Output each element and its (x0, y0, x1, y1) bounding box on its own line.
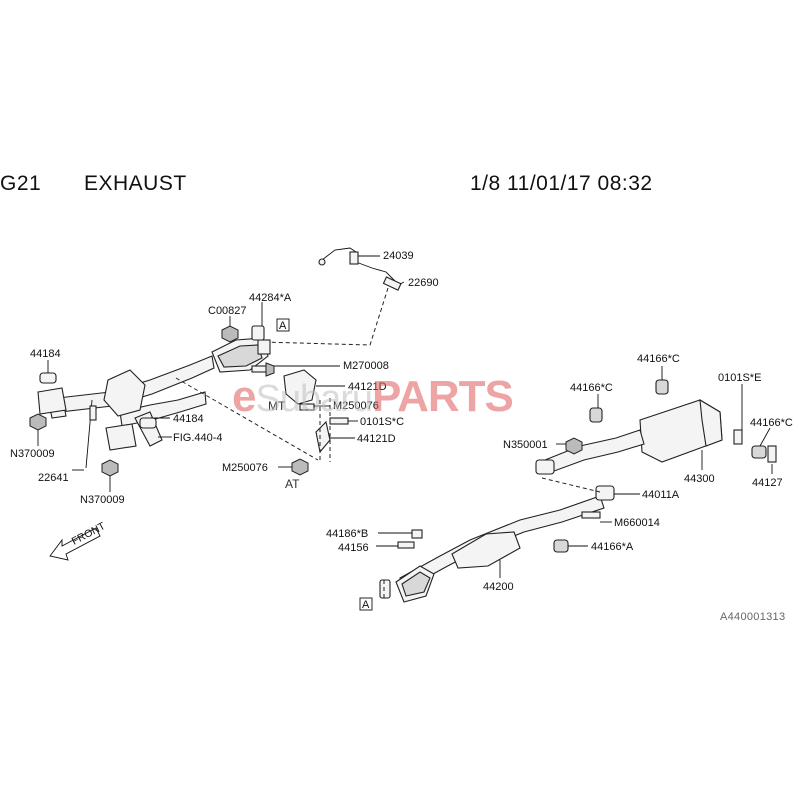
gasket-44284a (251, 325, 265, 341)
bolt-m250076-b (291, 458, 309, 476)
front-arrow-icon (49, 527, 101, 561)
center-pipe-44200 (379, 485, 615, 603)
sensor-22641 (85, 399, 97, 469)
header-title: EXHAUST (84, 172, 187, 195)
hanger-44166c-c (751, 445, 767, 459)
nut-n350001 (565, 437, 583, 455)
bolt-44127 (767, 445, 777, 463)
bolt-0101s-e (733, 429, 743, 445)
label-44284a: 44284*A (249, 292, 292, 304)
clip-c00827 (221, 325, 239, 343)
box-a-2-frame (359, 597, 373, 611)
label-44121d-b: 44121D (357, 433, 396, 445)
dashed-sensor-link (261, 287, 389, 346)
label-44011a: 44011A (642, 489, 680, 501)
watermark-parts: PARTS (372, 372, 514, 421)
label-44166ca-top: 44166*C (637, 353, 680, 365)
watermark-e: e (232, 372, 257, 421)
label-44200: 44200 (483, 581, 514, 593)
label-front: FRONT (70, 520, 108, 548)
bolt-m660014 (581, 511, 601, 519)
o2-sensor-24039 (318, 247, 402, 291)
label-44186b: 44186*B (326, 528, 368, 540)
label-44300: 44300 (684, 473, 715, 485)
label-fig: FIG.440-4 (173, 432, 223, 444)
bolt-44186b (411, 529, 423, 539)
label-44166ca: 44166*C (570, 382, 613, 394)
gasket-44184-mid (139, 417, 157, 429)
label-at: AT (285, 477, 300, 491)
watermark-middle: Subaru (255, 378, 373, 420)
bolt-m270008 (251, 362, 275, 377)
watermark-logo: eSubaruPARTS (232, 372, 514, 422)
label-mt: MT (268, 399, 286, 413)
label-box-a-2: A (362, 599, 370, 611)
gasket-44184-top (39, 372, 57, 384)
label-44156: 44156 (338, 542, 369, 554)
label-44166a: 44166*A (591, 541, 634, 553)
label-c00827: C00827 (208, 305, 247, 317)
box-a-1-frame (276, 318, 290, 332)
muffler-44300 (535, 398, 723, 475)
bracket-44121d-top (283, 369, 317, 405)
bolt-44156 (397, 541, 415, 549)
label-m270008: M270008 (343, 360, 389, 372)
label-44184b: 44184 (173, 413, 204, 425)
label-44166cc: 44166*C (750, 417, 793, 429)
label-44127: 44127 (752, 477, 783, 489)
leader-22690 (399, 281, 405, 285)
label-n370009a: N370009 (10, 448, 55, 460)
label-box-a-1: A (279, 320, 287, 332)
label-44121d-a: 44121D (348, 381, 387, 393)
hanger-44166a (553, 539, 569, 553)
label-22641: 22641 (38, 472, 69, 484)
label-m660014: M660014 (614, 517, 660, 529)
dashed-right-1 (541, 477, 601, 493)
label-m250076a: M250076 (333, 400, 379, 412)
bolt-m250076-a (299, 403, 315, 411)
label-n370009b: N370009 (80, 494, 125, 506)
label-44184a: 44184 (30, 348, 61, 360)
label-n350001: N350001 (503, 439, 548, 451)
document-number: A440001313 (720, 611, 786, 623)
leader-44166cc (759, 427, 771, 447)
bracket-44121d-bottom (315, 420, 331, 454)
header-meta: 1/8 11/01/17 08:32 (470, 172, 653, 195)
label-m250076b: M250076 (222, 462, 268, 474)
hanger-44166c-a (589, 407, 603, 423)
label-0101sc: 0101S*C (360, 416, 404, 428)
label-24039: 24039 (383, 250, 414, 262)
header-code: G21 (0, 172, 42, 195)
front-catalytic-converter (211, 337, 271, 373)
label-0101se: 0101S*E (718, 372, 761, 384)
hanger-44166c-b (655, 379, 669, 395)
dashed-mt-at-1 (175, 377, 319, 461)
label-22690: 22690 (408, 277, 439, 289)
nut-n370009-b (101, 459, 119, 477)
nut-n370009-a (29, 413, 47, 431)
